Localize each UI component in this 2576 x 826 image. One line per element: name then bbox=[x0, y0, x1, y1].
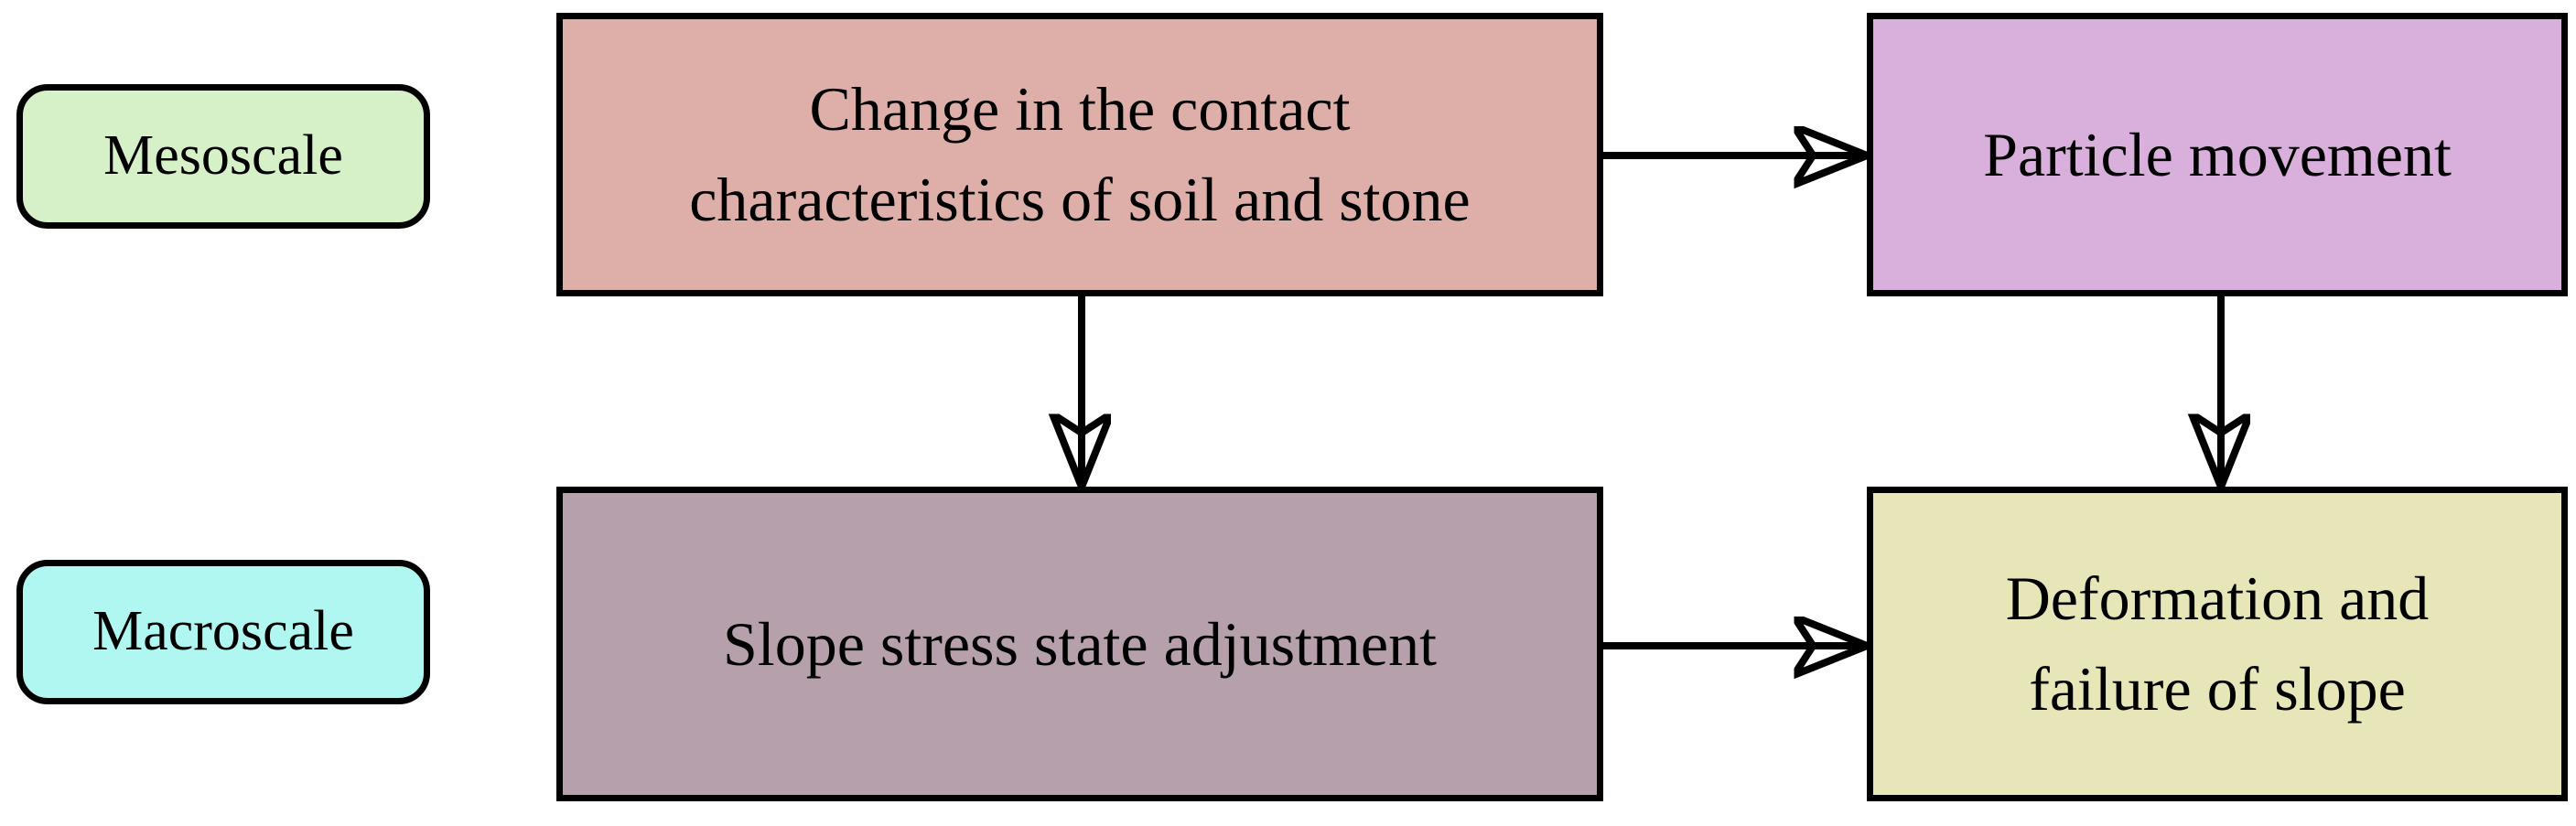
node-contact-change-line2: characteristics of soil and stone bbox=[689, 165, 1471, 234]
node-stress-adjustment-label: Slope stress state adjustment bbox=[722, 608, 1437, 679]
node-macroscale[interactable]: Macroscale bbox=[16, 560, 430, 704]
node-particle-movement[interactable]: Particle movement bbox=[1867, 13, 2568, 296]
node-particle-movement-label: Particle movement bbox=[1983, 119, 2452, 189]
node-slope-failure-line1: Deformation and bbox=[2005, 563, 2430, 634]
node-contact-change-line1: Change in the contact bbox=[809, 74, 1351, 145]
node-slope-failure[interactable]: Deformation and failure of slope bbox=[1867, 487, 2568, 801]
node-slope-failure-label: Deformation and failure of slope bbox=[1890, 553, 2545, 734]
node-stress-adjustment[interactable]: Slope stress state adjustment bbox=[556, 487, 1603, 801]
node-contact-change-label: Change in the contact characteristics of… bbox=[579, 64, 1580, 244]
node-mesoscale-label: Mesoscale bbox=[103, 124, 343, 188]
node-macroscale-label: Macroscale bbox=[92, 600, 354, 663]
node-mesoscale[interactable]: Mesoscale bbox=[16, 84, 430, 229]
node-contact-change[interactable]: Change in the contact characteristics of… bbox=[556, 13, 1603, 296]
node-slope-failure-line2: failure of slope bbox=[2029, 654, 2406, 724]
